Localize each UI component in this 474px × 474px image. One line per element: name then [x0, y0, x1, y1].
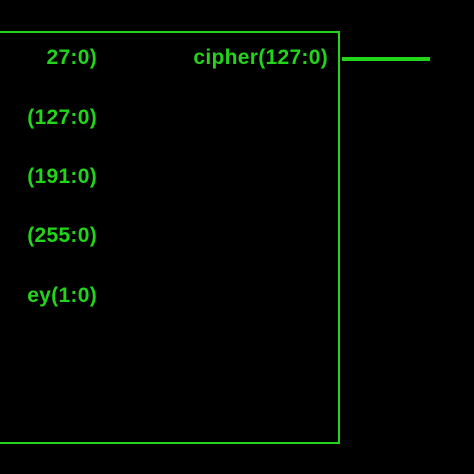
output-wire-cipher[interactable] [342, 57, 430, 61]
output-port-label-cipher: cipher(127:0) [193, 46, 328, 69]
input-port-label-3: (191:0) [27, 165, 97, 188]
cipher-block[interactable] [0, 31, 340, 444]
input-port-label-2: (127:0) [27, 106, 97, 129]
input-port-label-5: ey(1:0) [27, 284, 97, 307]
input-port-label-1: 27:0) [46, 46, 97, 69]
input-port-label-4: (255:0) [27, 224, 97, 247]
